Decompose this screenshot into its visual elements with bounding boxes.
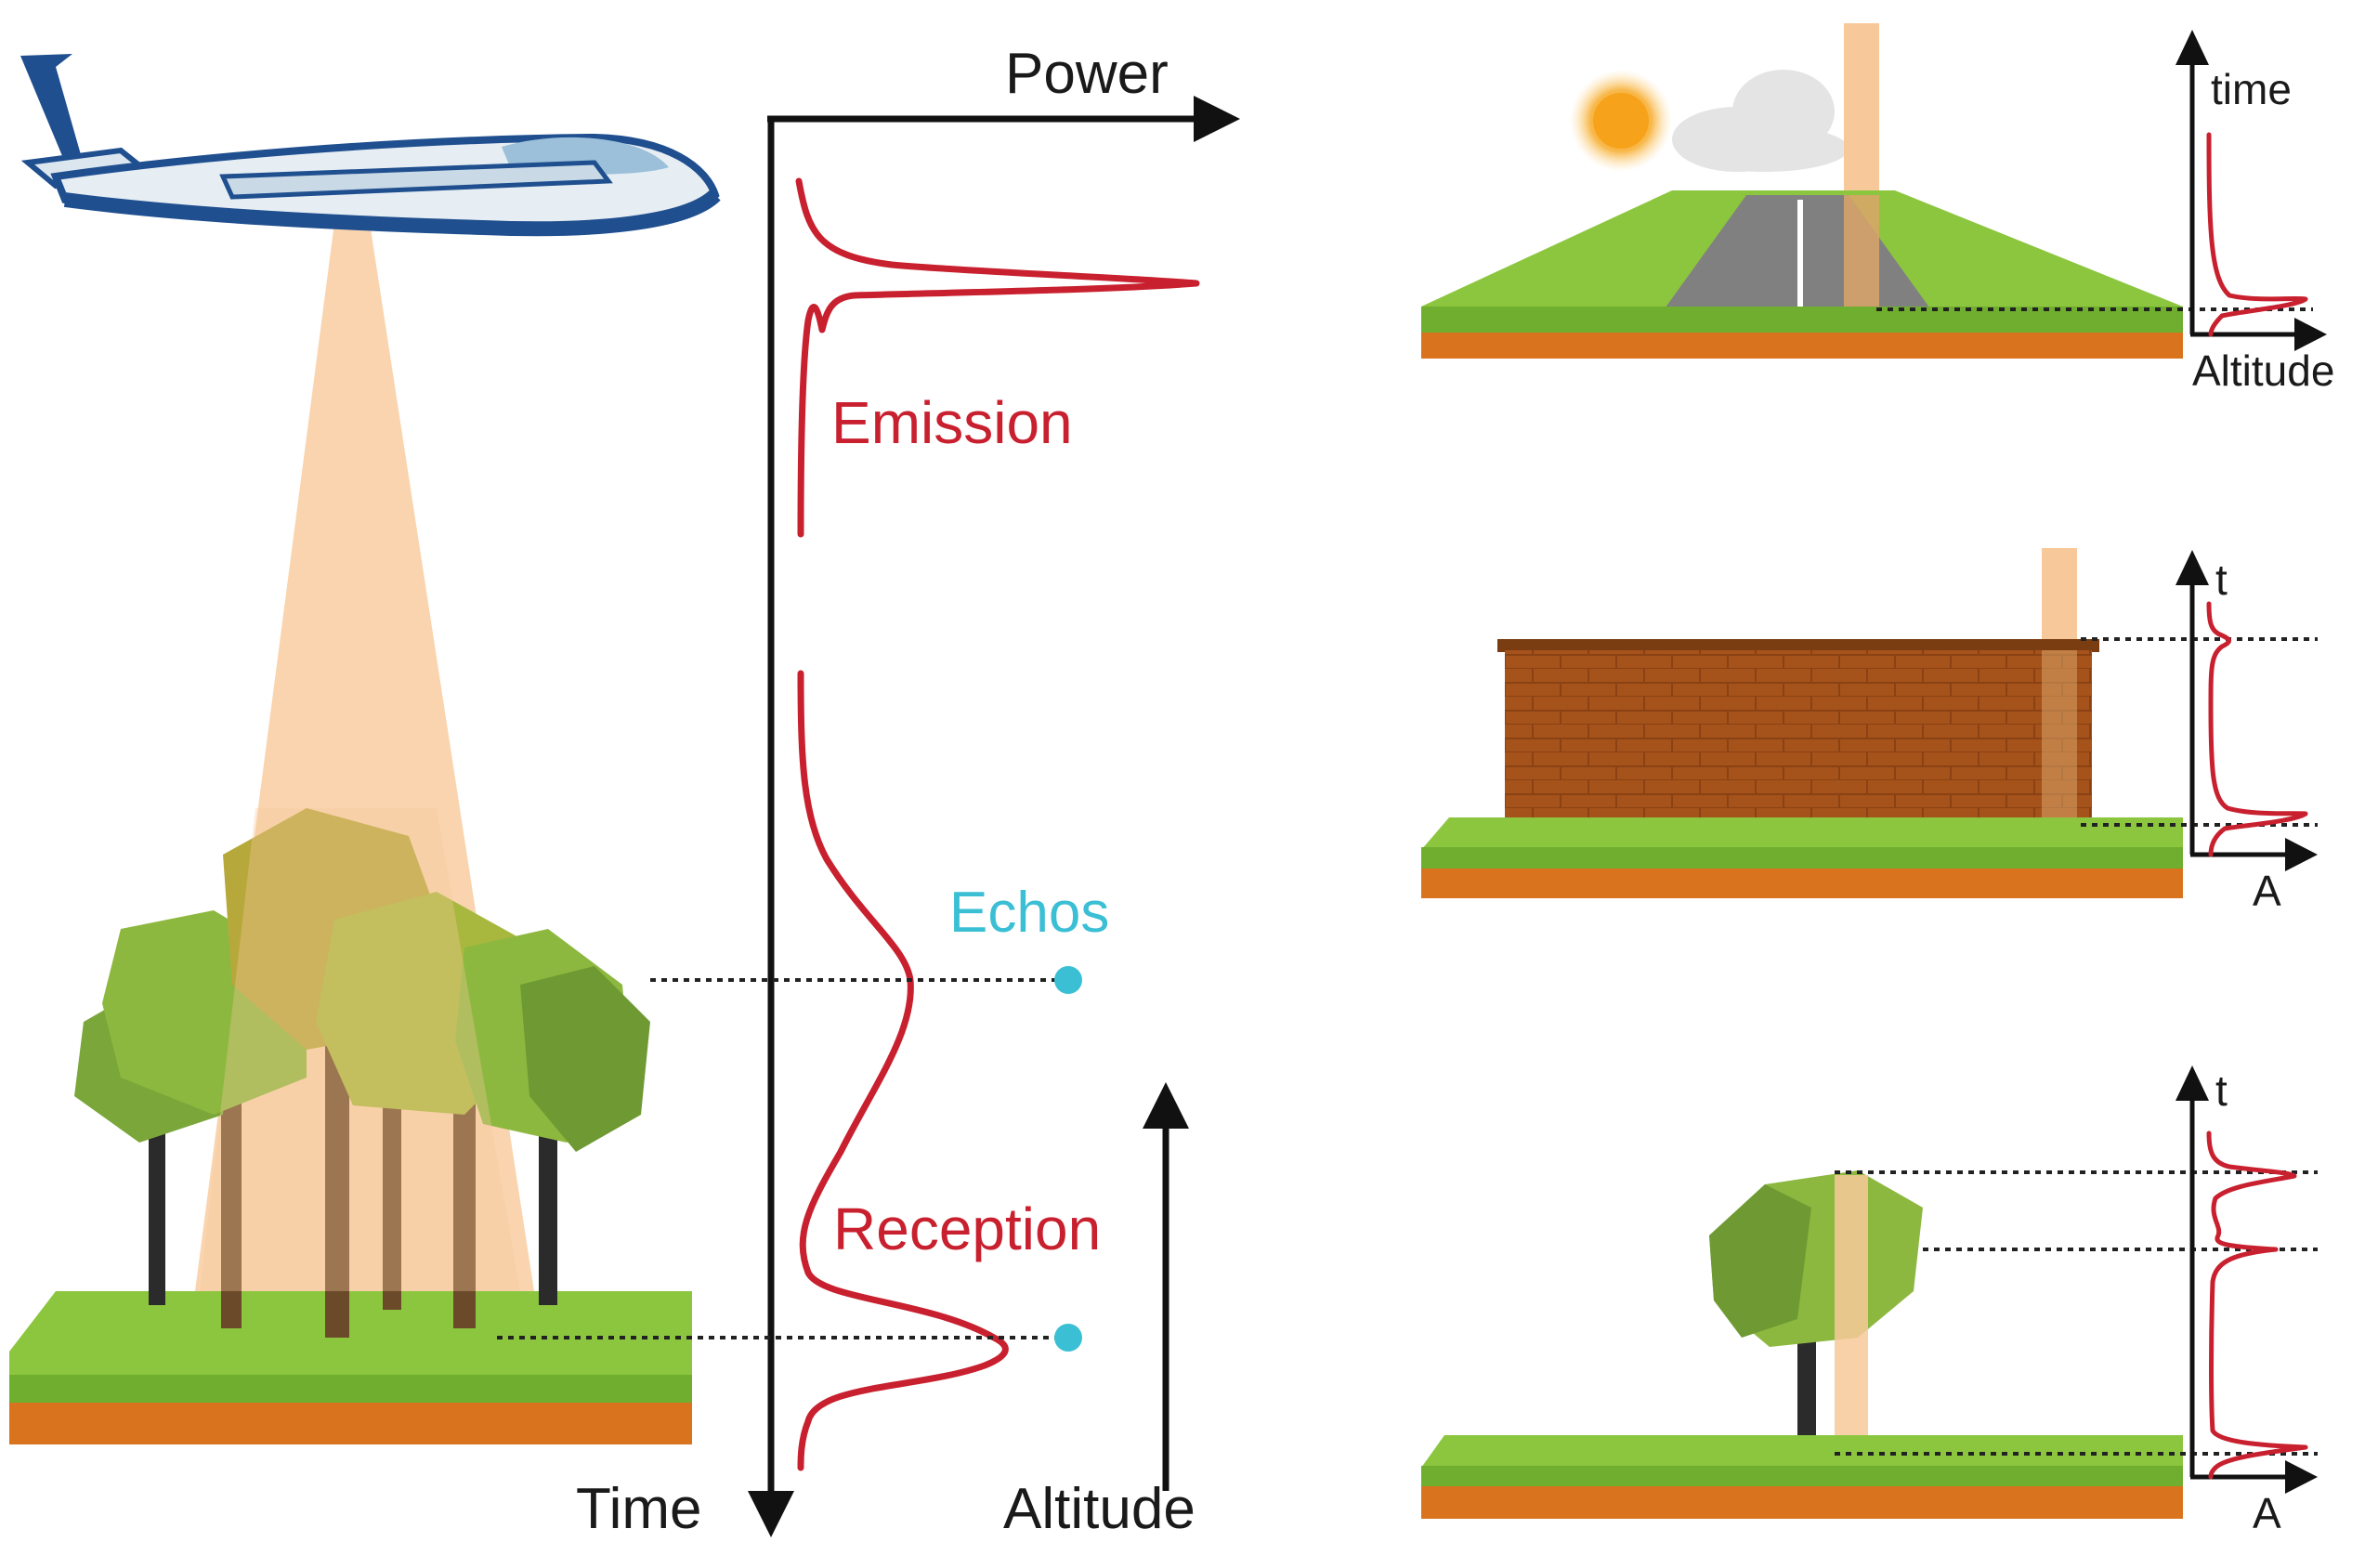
forest-trees: [74, 808, 650, 1338]
altitude-label: Altitude: [1003, 1477, 1196, 1541]
echo-dot-ground: [1054, 1324, 1082, 1352]
tree-graph: [2175, 1065, 2318, 1494]
reception-label: Reception: [833, 1196, 1101, 1262]
wall-x-label: A: [2253, 867, 2281, 915]
emission-label: Emission: [831, 389, 1073, 456]
road-scene: [1421, 23, 2183, 359]
power-label: Power: [1005, 42, 1169, 106]
power-axis: [767, 96, 1240, 142]
time-label: Time: [576, 1477, 701, 1541]
road-x-label: Altitude: [2192, 346, 2334, 395]
time-axis: [748, 119, 794, 1537]
tree-y-label: t: [2215, 1066, 2228, 1115]
laser-beam-tree: [1835, 1175, 1868, 1463]
echos-label: Echos: [949, 881, 1109, 945]
ground-block-forest: [9, 1291, 692, 1444]
road-graph: [2175, 30, 2327, 351]
echo-dot-canopy: [1054, 966, 1082, 994]
road-y-label: time: [2211, 65, 2292, 113]
wall-scene: [1421, 548, 2183, 898]
airplane-icon: [20, 54, 721, 237]
wall-y-label: t: [2215, 555, 2228, 604]
altitude-arrow: [1143, 1082, 1189, 1491]
emission-pulse: [795, 177, 1200, 538]
echo-markers: [497, 966, 1082, 1352]
single-tree-scene: [1421, 1170, 2183, 1519]
wall-graph: [2175, 550, 2318, 871]
reception-waveform: [797, 670, 1009, 1471]
cloud-icon: [1672, 70, 1849, 172]
tree-x-label: A: [2253, 1489, 2281, 1537]
